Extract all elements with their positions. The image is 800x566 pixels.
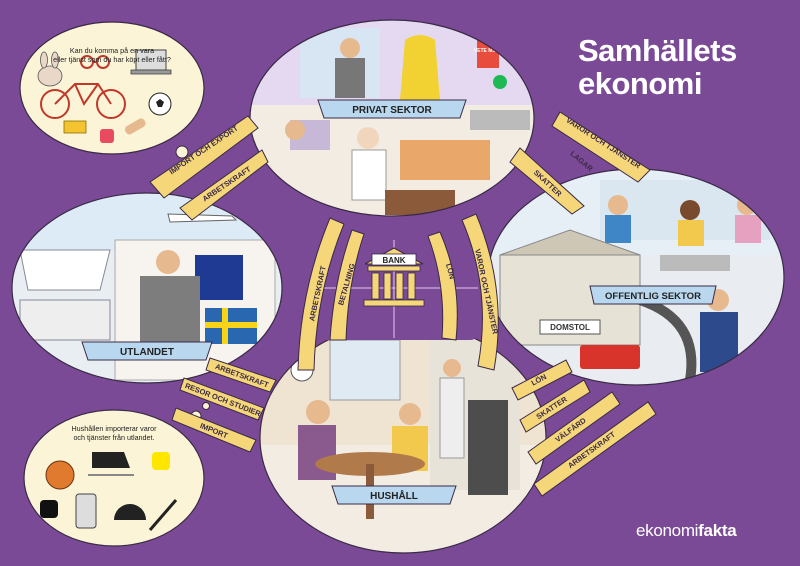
bubble-bottom-line2: och tjänster från utlandet. xyxy=(73,433,155,442)
laptop-icon xyxy=(130,49,172,75)
bubble-top-line1: Kan du komma på en vara xyxy=(69,46,155,55)
police-officer xyxy=(700,312,738,372)
skate-icon xyxy=(88,452,134,476)
glasses-icon xyxy=(80,55,110,69)
camera-app-icon xyxy=(100,129,114,143)
ekonomifakta-logo: ekonomifakta xyxy=(636,521,737,541)
svg-text:HUSHÅLL: HUSHÅLL xyxy=(370,489,418,502)
logo-part-bold: fakta xyxy=(698,521,737,540)
flow-arrows xyxy=(149,111,657,497)
airplane-icon xyxy=(167,213,238,223)
bunny-icon xyxy=(37,51,63,87)
basketball-icon xyxy=(45,460,75,490)
bubble-top-left xyxy=(19,21,205,168)
bandaid-icon xyxy=(124,118,146,135)
svg-text:DOMSTOL: DOMSTOL xyxy=(550,323,590,332)
bubble-bottom-left xyxy=(23,402,210,547)
spotify-icon xyxy=(493,75,507,89)
flow-label-laws: LAGAR xyxy=(568,149,595,173)
sector-ribbons: PRIVAT SEKTOR UTLANDET OFFENTLIG SEKTOR … xyxy=(81,99,717,505)
svg-text:UTLANDET: UTLANDET xyxy=(120,347,174,358)
bubble-bottom-line1: Hushållen importerar varor xyxy=(71,424,157,433)
page-title: Samhällets ekonomi xyxy=(578,34,737,100)
title-line-2: ekonomi xyxy=(578,66,702,101)
scene-households xyxy=(259,322,547,554)
scene-public-sector: DOMSTOL xyxy=(487,168,785,386)
svg-text:BANK: BANK xyxy=(382,256,405,265)
tiktok-icon xyxy=(40,500,58,518)
flow-label-labor-foreign-private: ARBETSKRAFT xyxy=(201,164,253,203)
hockey-stick-icon xyxy=(148,499,178,531)
title-line-1: Samhällets xyxy=(578,33,737,68)
lego-icon xyxy=(63,120,87,134)
svg-text:PRIVAT SEKTOR: PRIVAT SEKTOR xyxy=(352,105,432,116)
football-icon xyxy=(148,92,172,116)
phone-icon xyxy=(75,493,97,529)
svg-text:OFFENTLIG SEKTOR: OFFENTLIG SEKTOR xyxy=(605,291,701,302)
bus-icon xyxy=(580,345,640,369)
logo-part-light: ekonomi xyxy=(636,521,699,540)
scene-private-sector: VETE MJÖL xyxy=(249,19,535,217)
svg-text:VETE MJÖL: VETE MJÖL xyxy=(474,47,502,54)
flow-label-wage-private: LÖN xyxy=(444,262,457,280)
bicycle-icon xyxy=(40,83,126,119)
snapchat-icon xyxy=(152,452,170,470)
bubble-top-line2: eller tjänst som du har köpt eller fått? xyxy=(53,55,171,64)
helmet-icon xyxy=(114,504,146,520)
bubble-bottom-text: Hushållen importerar varor och tjänster … xyxy=(46,424,182,442)
bubble-top-text: Kan du komma på en vara eller tjänst som… xyxy=(52,46,172,64)
eu-flag xyxy=(195,255,243,300)
